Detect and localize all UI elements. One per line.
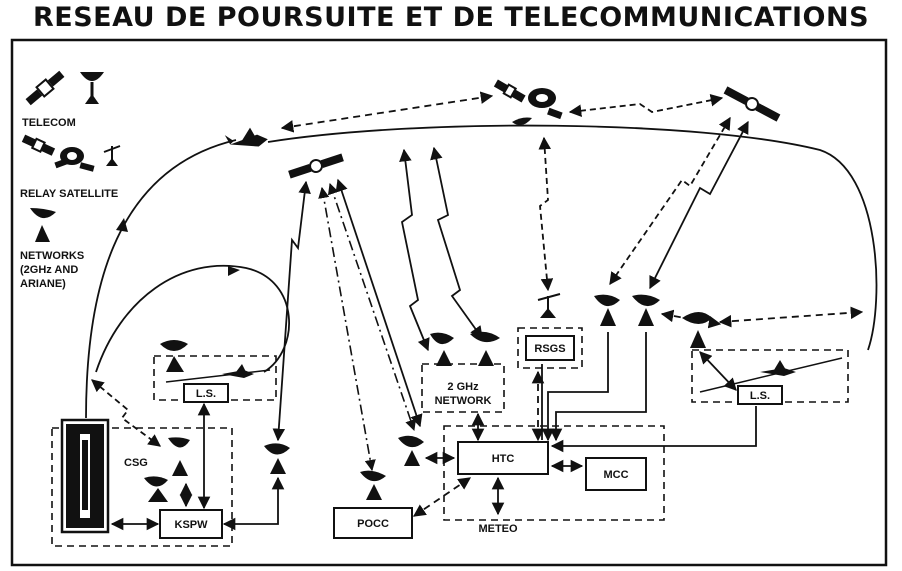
launch-trajectory-curve bbox=[85, 139, 237, 419]
tdrs-to-pocc-link bbox=[318, 186, 376, 472]
landing-site-right-dish-icon bbox=[682, 312, 712, 348]
ls-right-dish-link bbox=[699, 351, 737, 391]
pad-to-csg-dish-link bbox=[91, 379, 162, 447]
relay-to-rsgs-link bbox=[538, 136, 554, 292]
htc-label: HTC bbox=[492, 453, 515, 465]
rsgs-antenna-icon bbox=[537, 293, 561, 318]
pocc-dish-icon bbox=[360, 470, 386, 500]
relay-to-tdrs-link bbox=[568, 94, 724, 117]
htc-area-box bbox=[443, 425, 665, 521]
relay-dish-icon bbox=[54, 147, 95, 172]
ls-left-box bbox=[183, 383, 229, 403]
shuttle-landed-left-icon bbox=[222, 364, 254, 378]
tdrs-satellite-right-icon bbox=[723, 86, 781, 122]
link-orbit-to-network-b bbox=[430, 146, 483, 340]
csg-dish-icon-a bbox=[168, 437, 190, 476]
tdrs-to-ground-link-a bbox=[609, 116, 731, 286]
meteo-label: METEO bbox=[478, 523, 518, 535]
rsgs-label: RSGS bbox=[534, 343, 565, 355]
kspw-box bbox=[159, 509, 223, 539]
ls-left-label: L.S. bbox=[196, 388, 216, 400]
network-dish-icon-b bbox=[470, 331, 500, 366]
rsgs-box bbox=[525, 335, 575, 361]
curve-arrowhead-1 bbox=[116, 218, 128, 232]
relay-satellite-top-icon bbox=[493, 79, 563, 126]
ground-dish-icon-d bbox=[632, 294, 660, 326]
diagram-title: RESEAU DE POURSUITE ET DE TELECOMMUNICAT… bbox=[32, 2, 870, 33]
launch-pad-icon bbox=[60, 418, 110, 534]
orbit-arc bbox=[267, 124, 878, 351]
network-2ghz-box bbox=[421, 363, 505, 413]
dish-c-to-htc-link bbox=[541, 332, 609, 442]
telecom-satellite-icon bbox=[25, 70, 65, 106]
tdrs-satellite-left-icon bbox=[288, 153, 344, 179]
csg-label: CSG bbox=[124, 457, 148, 469]
kspw-to-station-link bbox=[222, 476, 285, 531]
ls-right-label: L.S. bbox=[750, 390, 770, 402]
landing-site-right-box bbox=[691, 349, 849, 403]
network-2ghz-label-2: NETWORK bbox=[435, 395, 492, 407]
shuttle-to-relay-link bbox=[280, 91, 494, 133]
landing-site-left-dish-icon bbox=[160, 340, 188, 372]
tdrs-to-ground-link-b bbox=[649, 120, 749, 290]
network-dish-icon bbox=[30, 208, 56, 242]
landing-site-left-box bbox=[153, 355, 277, 401]
shuttle-orbit-icon bbox=[224, 127, 268, 147]
relay-satellite-icon bbox=[21, 134, 56, 156]
mcc-box bbox=[585, 457, 647, 491]
network-2ghz-label-1: 2 GHz bbox=[447, 381, 479, 393]
shuttle-landed-right-icon bbox=[760, 360, 796, 376]
telecom-dish-icon bbox=[80, 72, 104, 104]
htc-box bbox=[457, 441, 549, 475]
relay-antenna-icon bbox=[103, 145, 121, 166]
pocc-label: POCC bbox=[357, 518, 389, 530]
kourou-station-dish-icon bbox=[264, 443, 290, 474]
ls-right-to-orbit-link bbox=[718, 306, 864, 328]
kspw-label: KSPW bbox=[175, 519, 209, 531]
legend-relay-label: RELAY SATELLITE bbox=[20, 188, 118, 200]
curve-arrowhead-2 bbox=[228, 266, 240, 276]
ground-dish-icon-c bbox=[594, 294, 620, 326]
pocc-box bbox=[333, 507, 413, 539]
htc-station-dish-icon bbox=[398, 435, 424, 466]
runway-left bbox=[165, 369, 271, 383]
legend-networks-label-2: (2GHz AND bbox=[20, 264, 78, 276]
legend-networks-label-1: NETWORKS bbox=[20, 250, 84, 262]
ls-right-to-htc-link bbox=[550, 406, 757, 453]
diagram-frame bbox=[10, 38, 888, 567]
pocc-to-htc-link bbox=[412, 477, 472, 517]
ls-right-box bbox=[737, 385, 783, 405]
tdrs-to-htc-link-b bbox=[335, 178, 423, 428]
legend-networks-label-3: ARIANE) bbox=[20, 278, 66, 290]
tdrs-left-to-station-link bbox=[272, 180, 311, 442]
csg-dish-icon-b bbox=[144, 476, 168, 502]
network-dish-icon-a bbox=[430, 332, 454, 366]
link-orbit-to-network-a bbox=[399, 148, 430, 352]
legend-telecom-label: TELECOM bbox=[22, 117, 76, 129]
mcc-label: MCC bbox=[603, 469, 628, 481]
rsgs-area-box bbox=[517, 327, 583, 369]
